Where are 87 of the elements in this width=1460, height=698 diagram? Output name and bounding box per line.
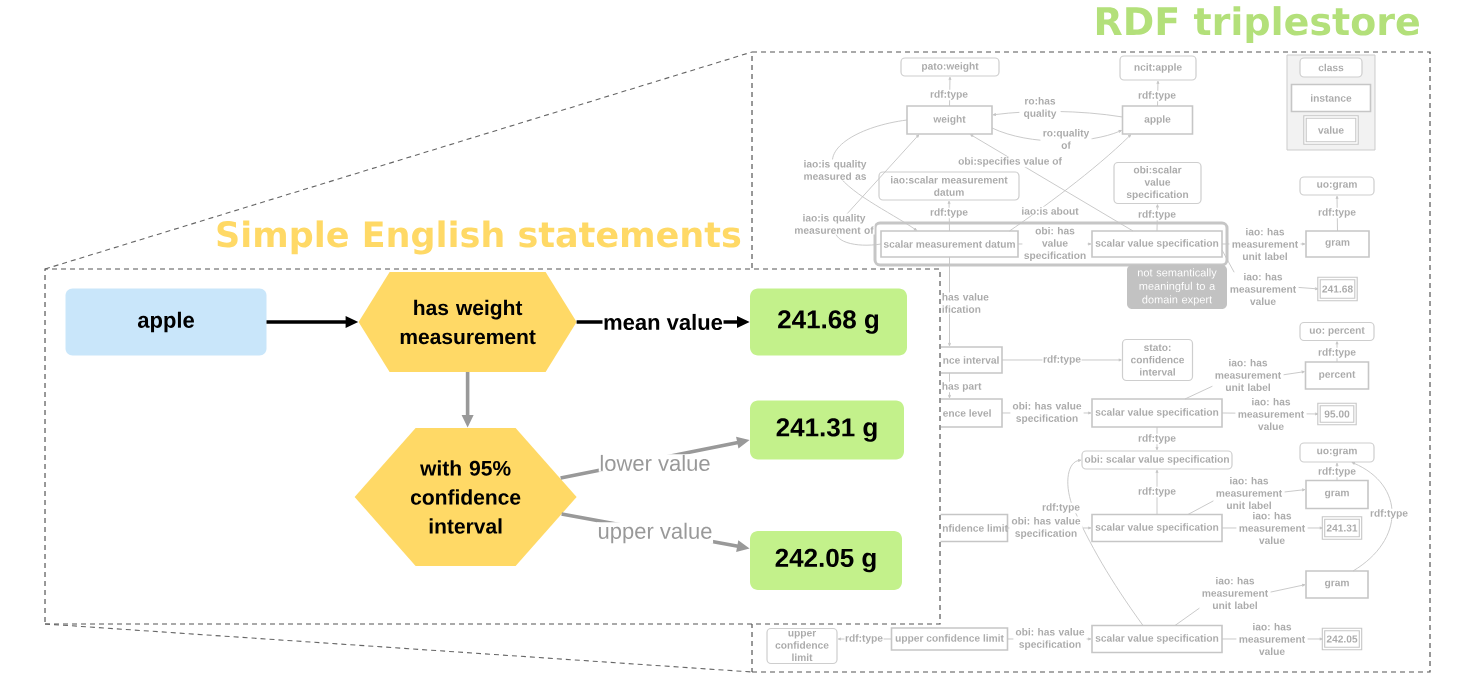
instance-box: nfidence limit — [939, 513, 1009, 543]
instance-box: gram — [1305, 230, 1370, 258]
class-box: uo:gram — [1299, 176, 1375, 196]
arrow — [947, 200, 951, 232]
edge-label: ro:has quality — [1019, 96, 1061, 120]
edge-label: obi: has value specification — [1010, 401, 1084, 425]
value-box: 241.68 — [1317, 276, 1358, 302]
panel-title: RDF triplestore — [1096, 6, 1419, 43]
edge-label: rdf:type — [1137, 90, 1177, 102]
hexagon: has weight measurement — [358, 272, 577, 372]
edge-label: iao: has measurement value — [1227, 272, 1299, 306]
arrow — [1351, 462, 1393, 572]
instance-box: apple — [1121, 105, 1194, 135]
arrow — [1335, 195, 1339, 232]
edge-label: rdf:type — [1137, 433, 1177, 445]
edge-label: obi: has value specification — [1009, 516, 1083, 540]
edge-label: obi: has value specification — [1022, 226, 1088, 262]
edge-label: rdf:type — [844, 633, 884, 645]
value-box: 242.05 — [1321, 627, 1363, 651]
edge-label: iao:is quality measurement of — [793, 213, 875, 235]
class-box: obi: scalar value specification — [1081, 450, 1233, 470]
edge-label: rdf:type — [1317, 207, 1357, 219]
arrow — [948, 76, 952, 107]
instance-box: scalar value specification — [1091, 624, 1223, 654]
legend-key: class — [1299, 57, 1363, 78]
value-box: 95.00 — [1317, 402, 1357, 426]
edge-label: iao: has measurement value — [1236, 622, 1308, 656]
instance-box: upper confidence limit — [890, 627, 1009, 651]
edge-label: iao: has measurement unit label — [1199, 576, 1271, 610]
legend-key: value — [1303, 115, 1359, 145]
edge-label: rdf:type — [1317, 466, 1357, 478]
class-box: pato:weight — [900, 57, 1000, 77]
instance-box: percent — [1304, 361, 1370, 390]
arrow — [832, 119, 917, 231]
class-box: obi:scalar value specification — [1113, 161, 1202, 205]
edge-label: ro:quality of — [1040, 128, 1092, 150]
hexagon: with 95% confidence interval — [354, 428, 577, 566]
instance-box: ence level — [940, 398, 1003, 428]
arrow — [948, 372, 951, 399]
arrow — [948, 256, 951, 347]
edge-label: has value ification — [941, 292, 993, 314]
arrow — [1009, 134, 1132, 232]
edge-label: upper value — [596, 522, 714, 544]
edge-label: rdf:type — [1369, 508, 1409, 520]
edge-label: iao:is quality measured as — [801, 159, 869, 181]
value-box: 242.05 g — [750, 531, 902, 590]
panel-title: Simple English statements — [217, 220, 741, 255]
class-box: stato: confidence interval — [1121, 338, 1194, 382]
class-box: uo:gram — [1299, 442, 1375, 463]
edge-label: iao: has measurement unit label — [1229, 227, 1301, 261]
instance-box: scalar value specification — [1091, 398, 1223, 428]
edge-label: rdf:type — [1317, 347, 1357, 359]
instance-box: scalar value specification — [1091, 513, 1223, 543]
class-box: upper confidence limit — [766, 627, 838, 665]
edge-label: iao: has measurement value — [1236, 511, 1308, 545]
arrow — [970, 134, 1134, 232]
value-box: 241.31 — [1321, 516, 1363, 540]
instance-box: scalar value specification — [1091, 230, 1223, 258]
instance-box: scalar measurement datum — [880, 230, 1019, 258]
instance-box: weight — [906, 105, 993, 135]
edge-label: rdf:type — [929, 89, 969, 101]
edge-label: has part — [941, 381, 983, 393]
edge-label: rdf:type — [1041, 502, 1081, 514]
edge-label: lower value — [598, 454, 712, 472]
entity-box: apple — [65, 288, 267, 356]
edge-label: iao: has measurement value — [1235, 397, 1307, 431]
edge-label: iao:is about — [1020, 206, 1080, 216]
value-box: 241.31 g — [750, 400, 904, 460]
edge-label: mean value — [602, 313, 724, 331]
arrow — [1156, 80, 1160, 107]
instance-box: nce interval — [940, 346, 1003, 374]
arrow — [834, 134, 920, 246]
edge-label: obi:specifies value of — [957, 156, 1063, 168]
edge-label: rdf:type — [1042, 354, 1082, 366]
edge-label: obi: has value specification — [1013, 627, 1087, 651]
class-box: ncit:apple — [1119, 55, 1197, 81]
edge-label: rdf:type — [1137, 486, 1177, 498]
instance-box: gram — [1305, 570, 1369, 599]
value-box: 241.68 g — [750, 288, 907, 356]
edge-label: rdf:type — [1137, 209, 1177, 221]
class-box: uo: percent — [1299, 321, 1375, 342]
edge-label: rdf:type — [929, 207, 969, 219]
arrow — [1067, 459, 1144, 626]
legend-key: instance — [1290, 83, 1372, 113]
projection-line — [44, 51, 753, 270]
note-tab: not semantically meaningful to a domain expert — [1127, 265, 1227, 309]
class-box: iao:scalar measurement datum — [878, 171, 1020, 201]
